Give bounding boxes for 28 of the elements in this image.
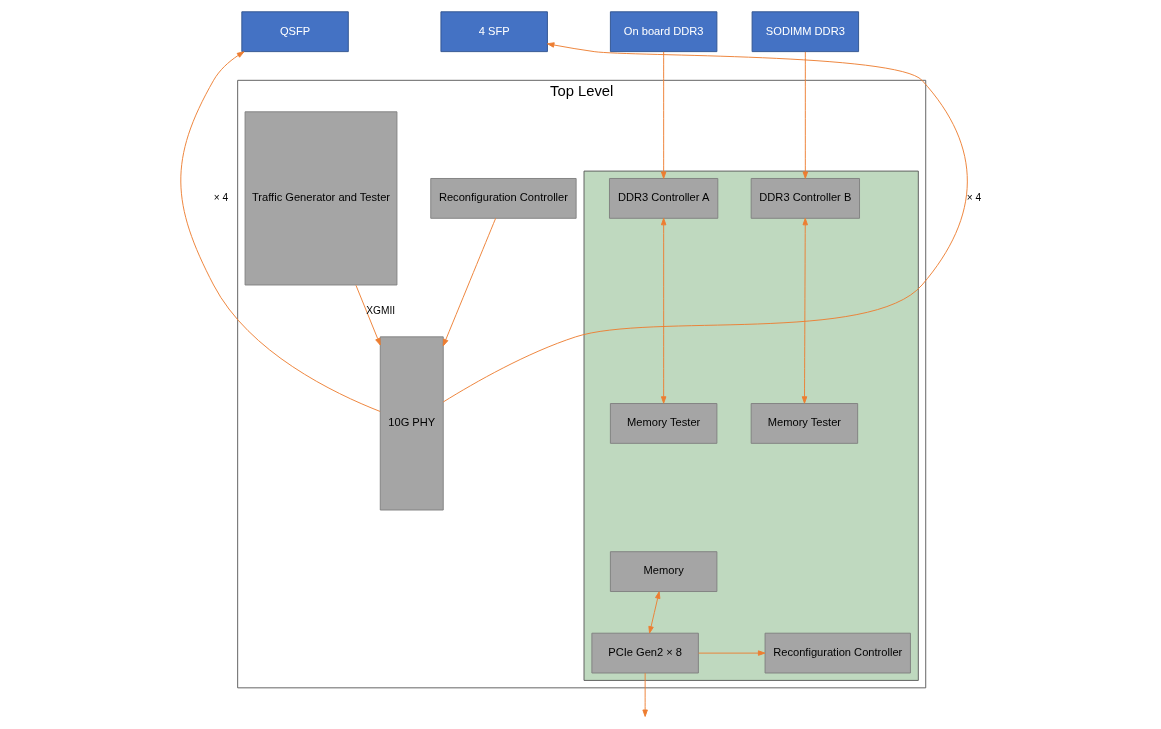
arrow [442, 217, 496, 347]
node-box: Reconfiguration Controller [429, 178, 577, 219]
arrow [641, 672, 648, 717]
node-box: SODIMM DDR3 [751, 11, 859, 53]
arrow [802, 51, 808, 179]
node-box: 4 SFP [439, 11, 548, 53]
node-box: QSFP [240, 11, 349, 53]
node-box: DDR3 Controller B [750, 178, 860, 219]
edge-label: × 4 [966, 191, 981, 203]
node-box: Traffic Generator and Tester [244, 111, 397, 286]
node-box: Reconfiguration Controller [764, 632, 911, 674]
arrow [660, 51, 666, 179]
arrow [647, 591, 660, 634]
node-box: Memory Tester [750, 403, 858, 444]
node-box: Memory Tester [609, 403, 717, 444]
arrow [801, 217, 808, 404]
arrow [442, 42, 968, 403]
arrow [697, 650, 765, 656]
node-box: DDR3 Controller A [608, 178, 718, 219]
node-box: PCIe Gen2 × 8 [590, 632, 699, 674]
edge-label: × 4 [213, 191, 228, 203]
arrow [179, 51, 381, 412]
node-box: On board DDR3 [609, 11, 717, 53]
arrow [660, 217, 666, 404]
node-box: 10G PHY [379, 336, 444, 511]
edge-label: XGMII [365, 304, 395, 316]
arrow [355, 284, 381, 346]
node-box: Memory [609, 551, 717, 592]
